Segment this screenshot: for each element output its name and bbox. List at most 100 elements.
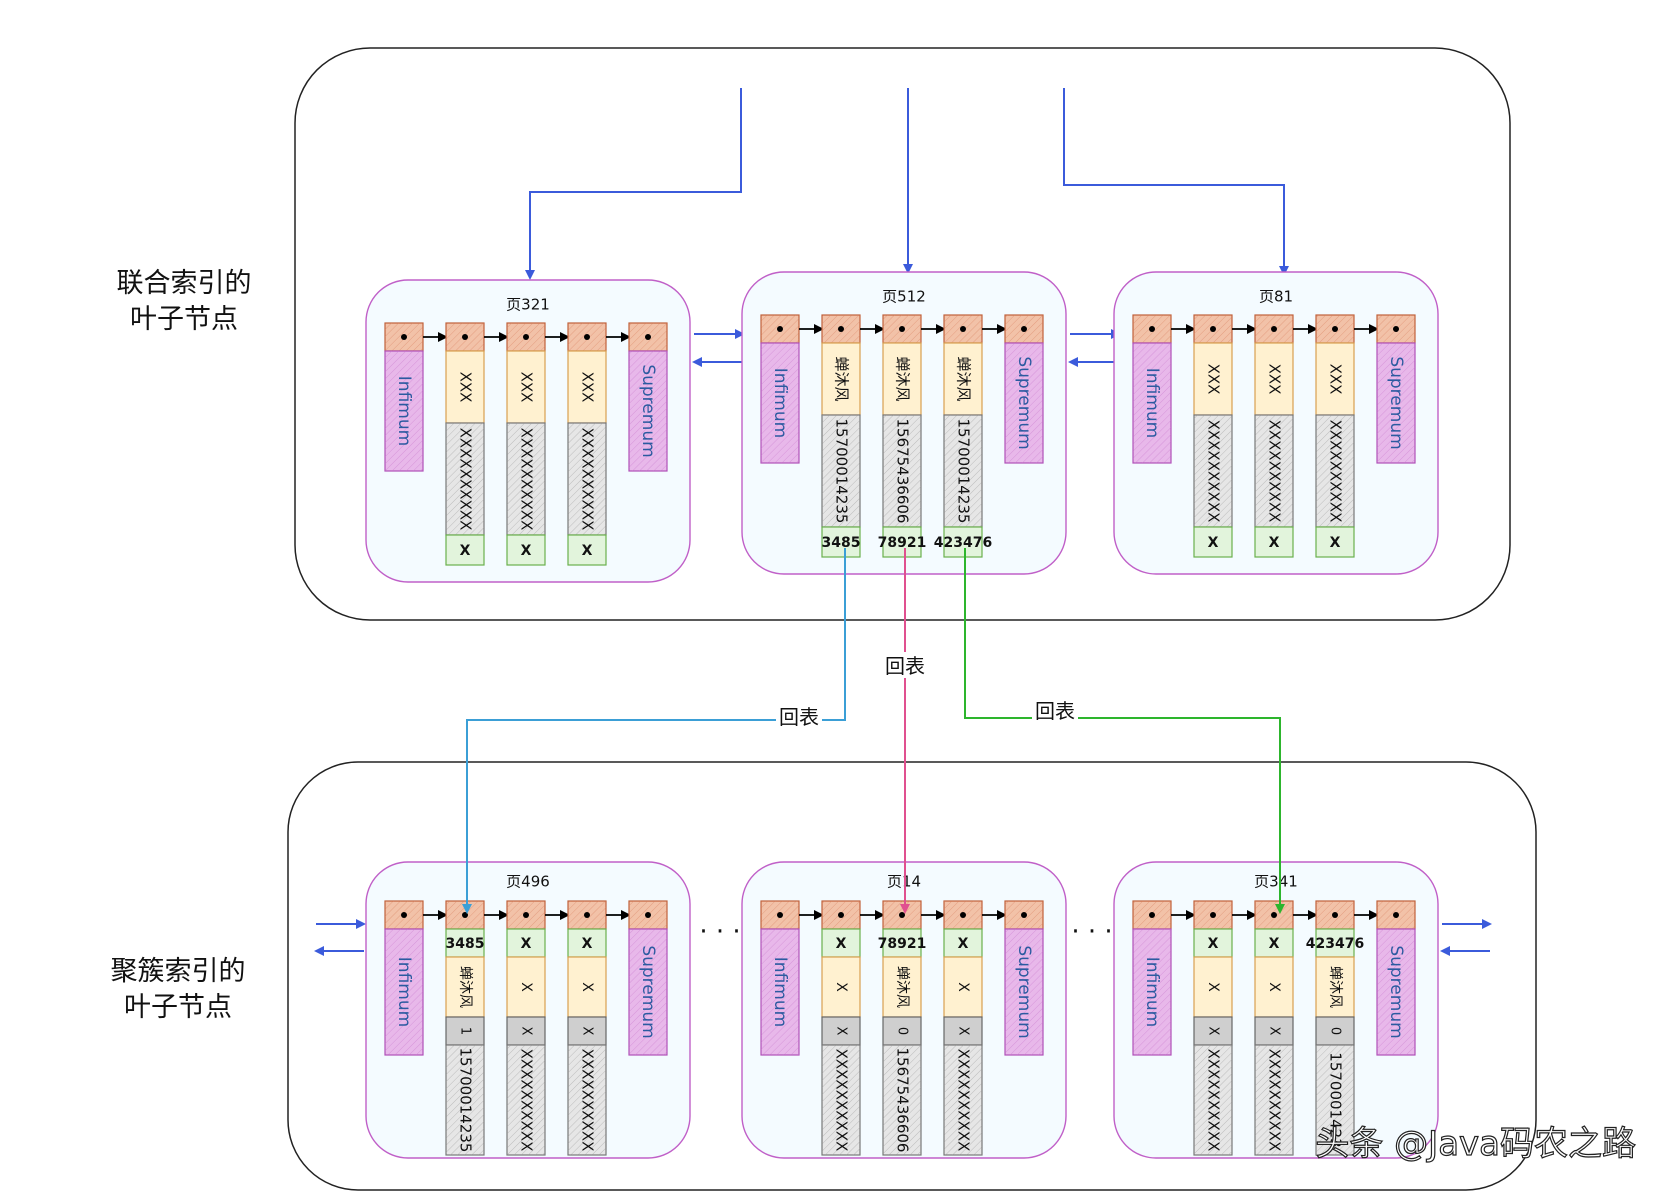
phone-value: 15700014235 [457,1048,475,1153]
pointer-dot [462,334,468,340]
primary-key-value: 423476 [934,535,992,551]
primary-key-value: X [958,936,969,952]
name-value: X [1266,982,1282,992]
phone-value: XXXXXXXXXX [518,428,536,531]
phone-value: XXXXXXXXXX [1205,420,1223,523]
infimum-record-label: Infimum [770,957,790,1027]
pointer-dot [1021,326,1027,332]
pointer-dot [1210,326,1216,332]
phone-field-hatch [944,1045,982,1155]
name-value: XXX [1266,364,1284,395]
phone-value: 1570001423 [1327,1052,1345,1147]
name-value: XXX [1327,364,1345,395]
pointer-dot [645,912,651,918]
phone-field-hatch [1255,415,1293,527]
pointer-dot [462,912,468,918]
phone-value: 15675436606 [894,419,912,524]
name-field [445,350,485,424]
watermark: 头条 @Java码农之路 [1315,1124,1636,1164]
infimum-record-label: Infimum [394,376,414,446]
supremum-record-hatch [629,351,667,471]
infimum-record-label: Infimum [1142,368,1162,438]
name-value: 蝉沐风 [894,356,912,401]
phone-field-hatch [507,1045,545,1155]
supremum-record-hatch [1005,929,1043,1055]
back-to-table-label: 回表 [885,654,925,678]
flag-field [821,1016,861,1046]
primary-key-field [506,534,546,566]
infimum-record-label: Infimum [770,368,790,438]
supremum-record-label: Supremum [1386,356,1406,449]
flag-value: X [1206,1027,1221,1036]
name-value: XXX [1205,364,1223,395]
name-field [567,956,607,1018]
primary-key-value: X [836,936,847,952]
pointer-dot [1332,912,1338,918]
infimum-record-hatch [1133,929,1171,1055]
name-field [567,350,607,424]
primary-key-field [1193,526,1233,558]
phone-value: XXXXXXXXXX [579,1049,597,1152]
phone-field-hatch [883,415,921,527]
page-title: 页341 [1254,873,1298,891]
pointer-dot [1021,912,1027,918]
pointer-dot [1271,912,1277,918]
flag-value: X [834,1027,849,1036]
pointer-dot [584,334,590,340]
phone-value: XXXXXXXXXX [518,1049,536,1152]
name-value: 蝉沐风 [955,356,973,401]
pointer-dot [899,912,905,918]
primary-key-field [506,928,546,958]
page-title: 页321 [506,296,550,314]
phone-field-hatch [568,1045,606,1155]
phone-value: XXXXXXXXXX [1205,1049,1223,1152]
pointer-dot [899,326,905,332]
infimum-record-hatch [1133,343,1171,463]
name-value: X [579,982,595,992]
pointer-dot [838,326,844,332]
supremum-record-hatch [1377,929,1415,1055]
name-value: XXX [579,372,597,403]
primary-key-value: X [460,543,471,559]
supremum-record-label: Supremum [1386,945,1406,1038]
phone-field-hatch [944,415,982,527]
parent-pointer-arrow [525,88,742,280]
supremum-record-hatch [629,929,667,1055]
phone-value: XXXXXXXXXX [1327,420,1345,523]
name-field [943,956,983,1018]
lookup-label-bg [776,704,822,730]
primary-key-field [1254,928,1294,958]
flag-field [1254,1016,1294,1046]
phone-value: XXXXXXXXXX [833,1049,851,1152]
name-value: XXX [518,372,536,403]
primary-key-value: 78921 [878,535,927,551]
phone-value: XXXXXXXXXX [955,1049,973,1152]
supremum-record-label: Supremum [638,945,658,1038]
infimum-record-label: Infimum [1142,957,1162,1027]
phone-field-hatch [1194,1045,1232,1155]
primary-key-field [821,526,861,558]
pointer-dot [1271,326,1277,332]
phone-field-hatch [446,1045,484,1155]
name-value: X [955,982,971,992]
page-title: 页81 [1259,288,1293,306]
name-value: 蝉沐风 [833,356,851,401]
primary-key-value: 3485 [822,535,861,551]
secondary-index-label-line1: 联合索引的 [117,268,252,299]
primary-key-field [445,534,485,566]
infimum-record-hatch [385,929,423,1055]
pointer-dot [401,334,407,340]
supremum-record-hatch [1377,343,1415,463]
flag-value: X [1267,1027,1282,1036]
pointer-dot [838,912,844,918]
primary-key-field [882,526,922,558]
name-field [1254,956,1294,1018]
flag-value: X [519,1027,534,1036]
primary-key-value: X [582,543,593,559]
ellipsis: · · · [699,917,740,947]
infimum-record-hatch [761,343,799,463]
infimum-record-hatch [385,351,423,471]
name-field [882,342,922,416]
